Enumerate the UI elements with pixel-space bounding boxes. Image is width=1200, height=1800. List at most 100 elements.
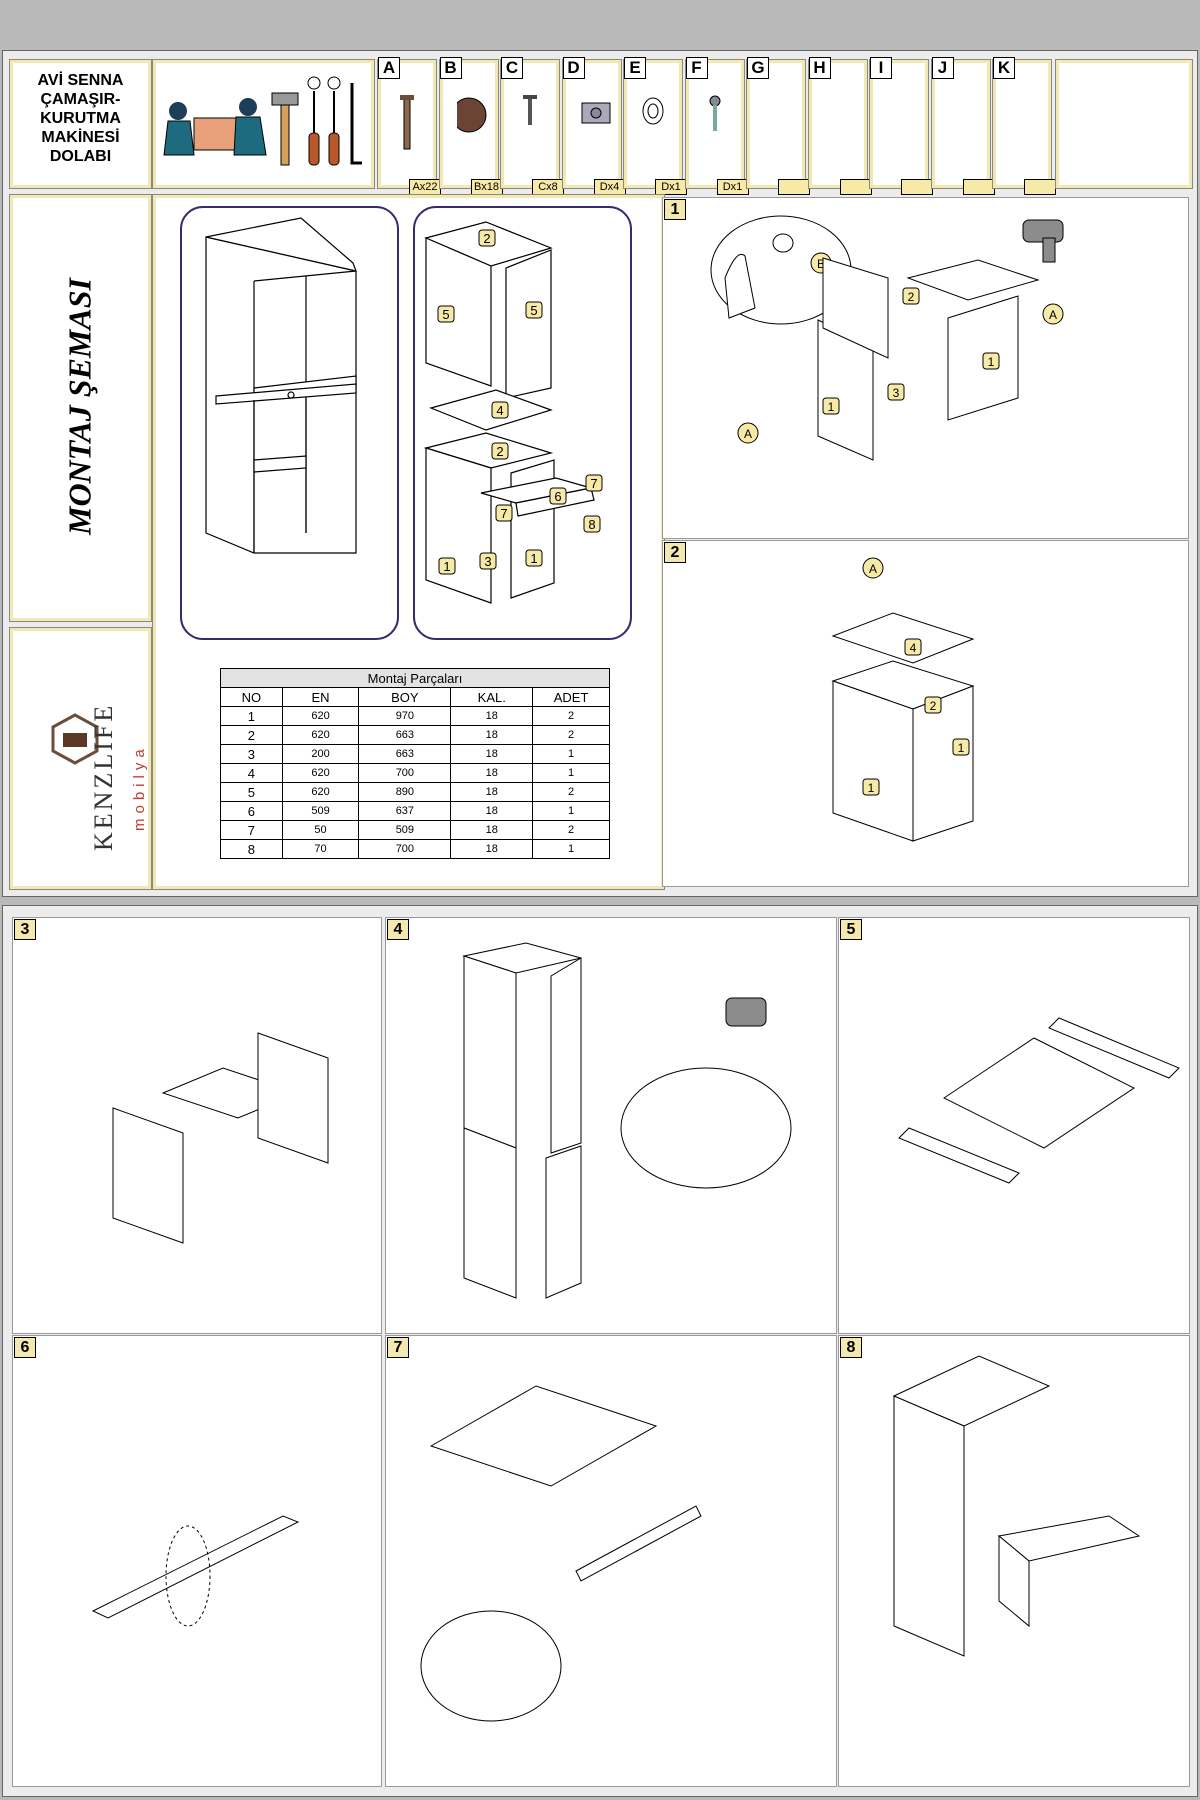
parts-cell: 700	[358, 839, 452, 859]
parts-cell: 620	[281, 763, 360, 783]
label-1a: 1	[822, 397, 840, 415]
part-label-2b: 2	[491, 442, 509, 460]
label-A: A	[862, 557, 884, 579]
svg-text:2: 2	[908, 290, 915, 304]
hardware-count: Dx1	[716, 179, 749, 195]
parts-cell: 2	[532, 725, 610, 745]
label-A-right: A	[1042, 303, 1064, 325]
tools-illustration	[163, 76, 362, 166]
step-3-panel: 3	[12, 917, 382, 1334]
label-1b: 1	[982, 352, 1000, 370]
step-8-tag: 8	[840, 1337, 862, 1358]
parts-cell: 18	[450, 782, 534, 802]
hardware-box-h: H	[808, 57, 872, 195]
svg-text:1: 1	[530, 551, 537, 566]
step-6-tag: 6	[14, 1337, 36, 1358]
col-no: NO	[220, 687, 283, 707]
label-3: 3	[887, 383, 905, 401]
title-line-5: DOLABI	[49, 148, 112, 165]
svg-text:4: 4	[910, 641, 917, 655]
hardware-box-g: G	[747, 57, 810, 195]
part-label-1b: 1	[525, 549, 543, 567]
part-label-8: 8	[583, 515, 601, 533]
part-label-7a: 7	[585, 474, 603, 492]
hardware-box-i: I	[870, 57, 933, 195]
step-8-panel: 8	[838, 1335, 1190, 1787]
part-label-7b: 7	[495, 504, 513, 522]
parts-cell: 18	[450, 763, 534, 783]
part-label-4: 4	[491, 401, 509, 419]
assembled-cabinet	[205, 217, 357, 554]
hardware-letter: J	[931, 57, 954, 79]
hardware-letter: C	[501, 57, 523, 79]
svg-text:1: 1	[828, 400, 835, 414]
svg-text:A: A	[1049, 308, 1057, 322]
parts-cell: 18	[450, 725, 534, 745]
parts-cell: 50	[281, 820, 360, 840]
svg-text:3: 3	[484, 554, 491, 569]
label-4: 4	[904, 638, 922, 656]
title-line-1: AVİ SENNA	[37, 72, 124, 89]
parts-cell: 2	[532, 782, 610, 802]
drill-icon	[1022, 219, 1064, 263]
overview-drawing: 2 5 5 4 2 6 7 7 8 1 3 1	[180, 206, 632, 640]
part-label-6: 6	[549, 487, 567, 505]
step-8-drawing	[892, 1355, 1141, 1657]
svg-text:2: 2	[496, 444, 503, 459]
hardware-letter: K	[993, 57, 1015, 79]
hardware-count: Dx1	[655, 179, 687, 195]
svg-text:5: 5	[530, 303, 537, 318]
svg-text:B: B	[817, 257, 825, 271]
hardware-box-j: J	[931, 57, 995, 195]
parts-cell: 4	[220, 763, 283, 783]
svg-text:1: 1	[443, 559, 450, 574]
knob-icon	[641, 93, 665, 143]
finger-icon	[724, 253, 756, 319]
parts-cell: 18	[450, 744, 534, 764]
hardware-letter: G	[747, 57, 769, 79]
step-2-panel: 2 A 4 2 1 1	[662, 540, 1189, 887]
tools-box	[153, 60, 374, 188]
parts-cell: 509	[281, 801, 360, 821]
hardware-letter: E	[624, 57, 646, 79]
svg-text:1: 1	[988, 355, 995, 369]
step-5-tag: 5	[840, 919, 862, 940]
svg-text:1: 1	[958, 741, 965, 755]
part-label-3: 3	[479, 552, 497, 570]
parts-cell: 6	[220, 801, 283, 821]
parts-cell: 1	[532, 839, 610, 859]
label-1a: 1	[862, 778, 880, 796]
step-5-drawing	[898, 1017, 1180, 1184]
parts-cell: 70	[281, 839, 360, 859]
label-1b: 1	[952, 738, 970, 756]
parts-cell: 1	[532, 744, 610, 764]
step-7-tag: 7	[387, 1337, 409, 1358]
hardware-letter: B	[439, 57, 462, 79]
hex-key-icon	[350, 83, 362, 165]
svg-text:7: 7	[590, 476, 597, 491]
hammer-icon	[271, 92, 299, 166]
assembled-view-frame	[180, 206, 399, 640]
parts-cell: 890	[358, 782, 452, 802]
parts-cell: 2	[532, 820, 610, 840]
flat-screwdriver-icon	[327, 76, 341, 166]
parts-cell: 620	[281, 782, 360, 802]
parts-cell: 1	[220, 706, 283, 726]
exploded-view-frame	[413, 206, 632, 640]
parts-cell: 663	[358, 744, 452, 764]
hardware-count	[839, 179, 872, 195]
svg-text:5: 5	[442, 307, 449, 322]
hardware-letter: A	[378, 57, 400, 79]
parts-cell: 8	[220, 839, 283, 859]
step-2-tag: 2	[664, 542, 686, 563]
